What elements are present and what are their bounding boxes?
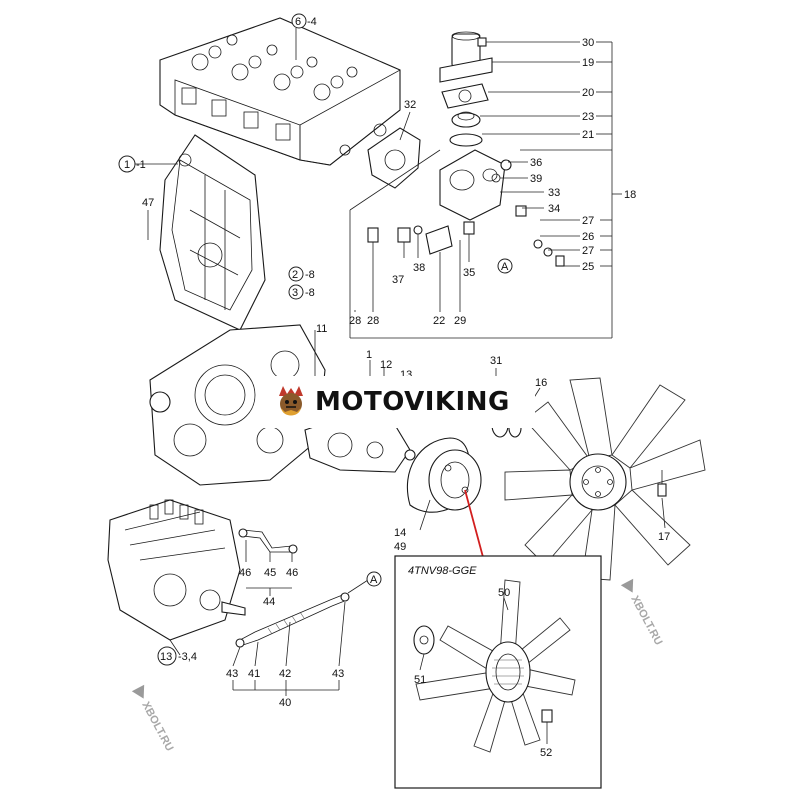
part-number: 43 — [332, 668, 344, 680]
viking-logo-icon — [279, 386, 303, 416]
brand-watermark-text: MOTOVIKING — [315, 387, 510, 417]
fan-pulley — [406, 437, 482, 513]
part-number: 52 — [540, 747, 552, 759]
part-number: 17 — [658, 531, 670, 543]
part-number: 37 — [392, 274, 404, 286]
gear-case-front — [159, 134, 266, 331]
part-number: 21 — [582, 129, 594, 141]
callout-3: 3 — [292, 287, 298, 299]
site-watermark-text: XBOLT.RU — [139, 700, 175, 754]
bolt-17 — [657, 470, 667, 497]
part-number: 25 — [582, 261, 594, 273]
gasket-32 — [367, 127, 421, 189]
part-number: 20 — [582, 87, 594, 99]
part-number: 19 — [582, 57, 594, 69]
callout-2-suffix: -8 — [305, 269, 315, 281]
part-number: 42 — [279, 668, 291, 680]
part-number: 41 — [248, 668, 260, 680]
callout-1: 1 — [124, 159, 130, 171]
part-number: 30 — [582, 37, 594, 49]
part-number: 14 — [394, 527, 406, 539]
site-watermark-right: XBOLT.RU — [620, 578, 664, 648]
inset-label: 4TNV98-GGE — [408, 565, 477, 577]
part-number: 38 — [413, 262, 425, 274]
callout-13-suffix: -3,4 — [178, 651, 197, 663]
callout-3-suffix: -8 — [305, 287, 315, 299]
callout-A-hose: A — [370, 574, 378, 586]
part-number: 50 — [498, 587, 510, 599]
part-number: 35 — [463, 267, 475, 279]
circled-callouts: 6 -4 1 -1 2 -8 3 -8 13 -3,4 A A — [118, 13, 513, 666]
part-number: 11 — [316, 323, 327, 335]
cooling-fan — [504, 377, 706, 581]
hose-40 — [235, 592, 350, 648]
site-watermark-left: XBOLT.RU — [131, 684, 175, 754]
part-number: 29 — [454, 315, 466, 327]
part-numbers: 47 32 11 30 19 20 23 21 36 39 33 34 18 2… — [142, 37, 670, 759]
small-parts — [367, 205, 565, 267]
part-number: 28 — [349, 315, 361, 327]
spacer-51 — [413, 625, 435, 655]
part-number: 28 — [367, 315, 379, 327]
part-number: 40 — [279, 697, 291, 709]
part-number: 43 — [226, 668, 238, 680]
callout-6-suffix: -4 — [307, 16, 317, 28]
part-number: 46 — [239, 567, 251, 579]
part-number: 36 — [530, 157, 542, 169]
part-number: 23 — [582, 111, 594, 123]
cylinder-head — [159, 17, 401, 166]
leader-lines — [135, 28, 666, 696]
brand-watermark: MOTOVIKING — [263, 376, 535, 428]
part-number: 47 — [142, 197, 154, 209]
thermostat-housing — [439, 149, 512, 221]
part-number: 27 — [582, 215, 594, 227]
thermostat-23 — [451, 111, 481, 128]
part-number: 16 — [535, 377, 547, 389]
callout-2: 2 — [292, 269, 298, 281]
part-number: 27 — [582, 245, 594, 257]
bolt-52 — [541, 709, 553, 723]
part-number: 12 — [380, 359, 392, 371]
callout-A-thermostat: A — [501, 261, 509, 273]
part-number: 31 — [490, 355, 502, 367]
bolt-30 — [477, 37, 487, 47]
part-number: 34 — [548, 203, 560, 215]
part-number: 39 — [530, 173, 542, 185]
part-number: 49 — [394, 541, 406, 553]
thermostat-cover-19 — [439, 31, 493, 83]
gasket-20 — [441, 83, 489, 109]
part-number: 1 — [366, 349, 372, 361]
callout-1-suffix: -1 — [136, 159, 146, 171]
part-number: 33 — [548, 187, 560, 199]
part-number: 22 — [433, 315, 445, 327]
part-number: 44 — [263, 596, 275, 608]
injection-pump — [107, 499, 246, 641]
part-number: 26 — [582, 231, 594, 243]
part-number: 46 — [286, 567, 298, 579]
part-number: 51 — [414, 674, 426, 686]
pipe-44 — [238, 528, 298, 554]
callout-13: 13 — [160, 651, 172, 663]
part-number: 45 — [264, 567, 276, 579]
oring-21 — [449, 133, 483, 147]
part-number: 32 — [404, 99, 416, 111]
part-number: 18 — [624, 189, 636, 201]
site-watermark-text: XBOLT.RU — [628, 594, 664, 648]
callout-6: 6 — [295, 16, 301, 28]
inset-4tnv98-gge: 4TNV98-GGE — [394, 555, 602, 789]
